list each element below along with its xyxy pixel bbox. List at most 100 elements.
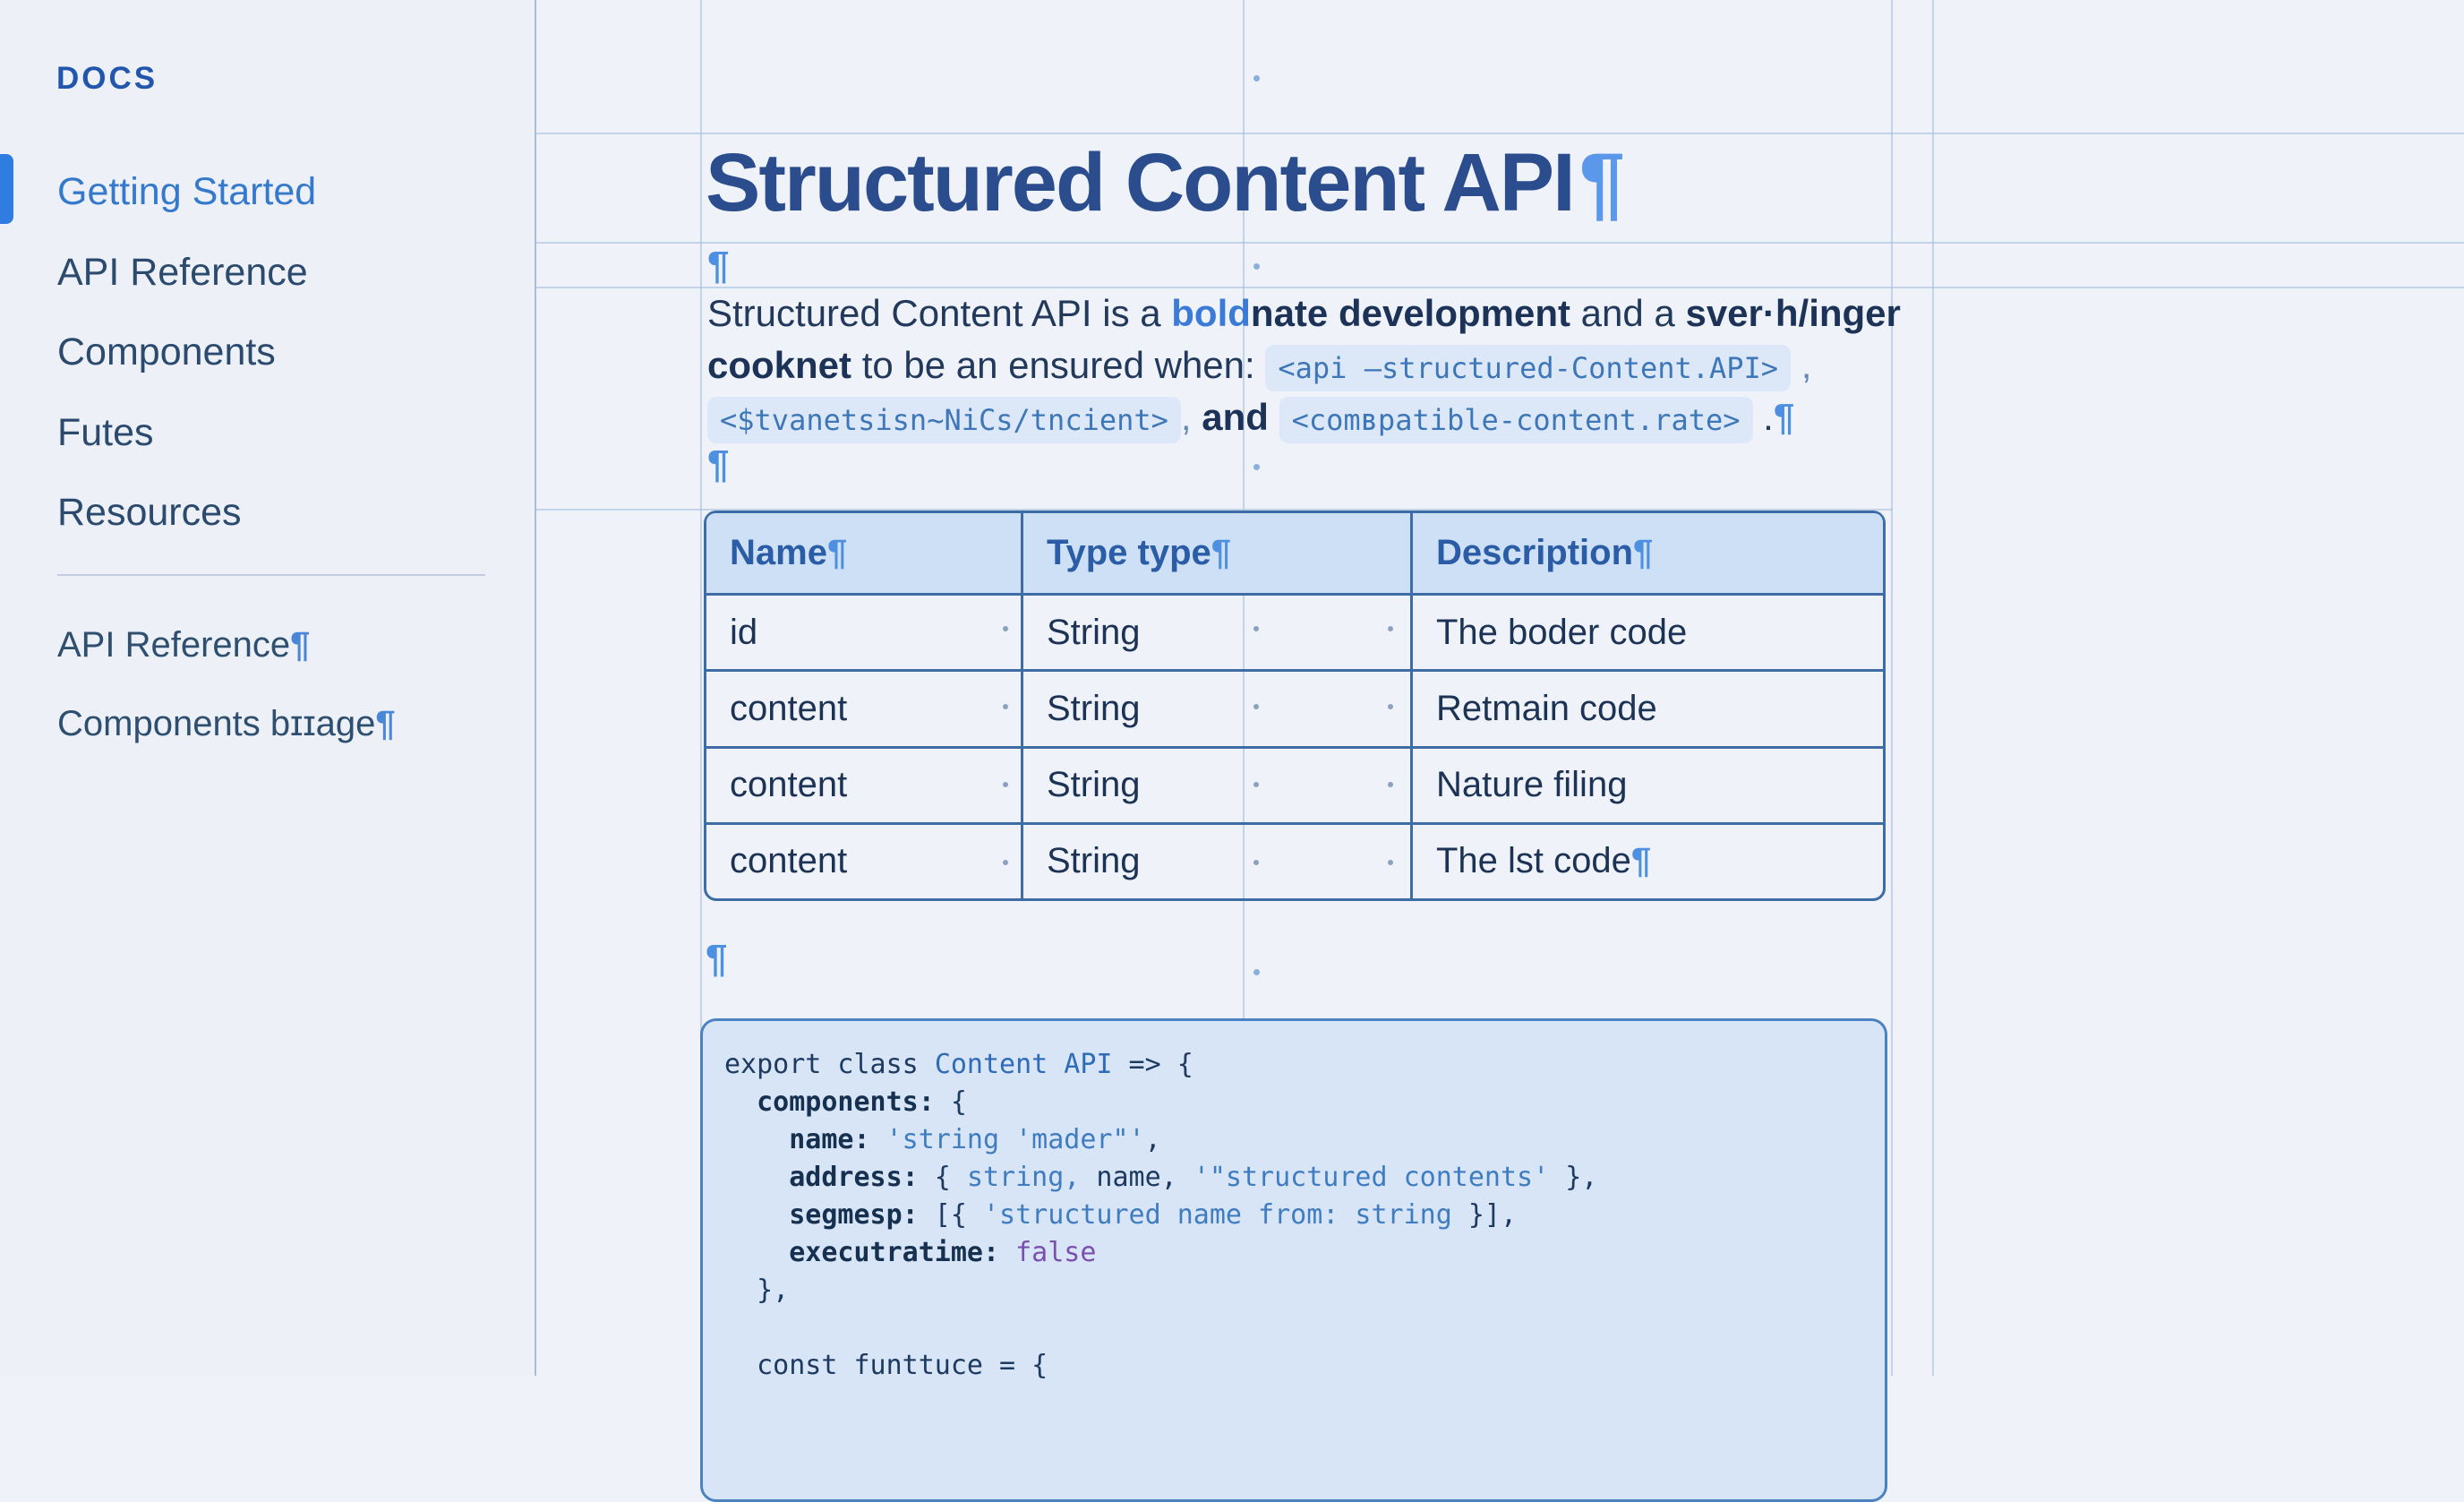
code-token — [724, 1086, 757, 1118]
code-token — [724, 1162, 789, 1193]
code-token: => { — [1112, 1049, 1194, 1080]
pilcrow-mark: ¶ — [826, 533, 848, 572]
cell-description-text: The lst code — [1436, 841, 1631, 881]
table-row: id String The boder code — [706, 596, 1883, 673]
code-token: address: — [789, 1162, 919, 1193]
pilcrow-mark: ¶ — [707, 244, 730, 288]
sidebar-link-api-reference[interactable]: API Reference¶ — [57, 622, 310, 667]
sidebar-item-api-reference[interactable]: API Reference — [57, 251, 308, 294]
code-token — [870, 1124, 886, 1155]
code-token — [1339, 1199, 1355, 1231]
text-token: . — [1752, 396, 1774, 438]
table-row: content String Retmain code — [706, 672, 1883, 749]
code-token: { — [934, 1086, 967, 1118]
code-lines: export class Content API => { components… — [724, 1046, 1885, 1385]
table-header-type: Type type¶ — [1023, 513, 1413, 593]
paragraph-line: cooknet to be an ensured when: <api –str… — [707, 340, 1811, 393]
grid-hline — [535, 242, 2464, 244]
code-line: export class Content API => { — [724, 1046, 1885, 1084]
sidebar-divider — [57, 574, 485, 576]
table-row: content String The lst code¶ — [706, 824, 1883, 898]
pilcrow-mark: ¶ — [1211, 533, 1231, 572]
code-token: name, — [1080, 1162, 1194, 1193]
pilcrow-mark: ¶ — [1633, 533, 1654, 572]
cell-name: content — [706, 672, 1023, 746]
grid-vline — [1932, 0, 1934, 1376]
paragraph-line: Structured Content API is a boldnate dev… — [707, 288, 1901, 339]
code-token: [{ — [918, 1199, 983, 1231]
code-token: segmesp: — [789, 1199, 919, 1231]
text-token — [1269, 396, 1279, 438]
formatting-dot — [1253, 860, 1259, 865]
cell-name: id — [706, 596, 1023, 670]
text-token: , — [1791, 344, 1812, 386]
text-token: and a — [1570, 292, 1686, 334]
grid-hline — [535, 133, 2464, 134]
sidebar-link-components-biiage[interactable]: Components bɪɪage¶ — [57, 701, 396, 746]
text-token: and — [1202, 396, 1269, 438]
sidebar-item-futes[interactable]: Futes — [57, 411, 154, 454]
cell-description: Retmain code — [1436, 688, 1657, 728]
formatting-dot — [1253, 626, 1259, 631]
formatting-dot — [1253, 464, 1260, 470]
code-line: }, — [724, 1272, 1885, 1309]
cell-description: The lst code¶ — [1413, 825, 1883, 898]
active-item-indicator — [0, 154, 13, 224]
code-token: Content API — [934, 1049, 1113, 1080]
formatting-dot — [1003, 860, 1008, 865]
formatting-dot — [1388, 704, 1393, 709]
formatting-dot — [1003, 626, 1008, 631]
code-token — [999, 1237, 1015, 1268]
table-header-row: Name¶ Type type¶ Description¶ — [706, 513, 1883, 596]
code-token: string, — [966, 1162, 1081, 1193]
formatting-dot — [1253, 969, 1260, 975]
code-line: name: 'string 'mader"', — [724, 1121, 1885, 1159]
code-token: '"structured contents' — [1193, 1162, 1550, 1193]
code-line: components: { — [724, 1084, 1885, 1121]
text-token: bold — [1171, 292, 1251, 334]
code-token: , — [1144, 1124, 1161, 1155]
text-token: nate development — [1250, 292, 1571, 334]
code-token: { — [918, 1162, 967, 1193]
cell-type: String — [1023, 596, 1413, 670]
cell-type: String — [1023, 824, 1413, 898]
grid-hline — [535, 509, 1893, 511]
code-token — [724, 1237, 789, 1268]
pilcrow-mark: ¶ — [290, 625, 311, 665]
sidebar-border-line — [535, 0, 536, 1376]
code-line — [724, 1309, 1885, 1347]
sidebar-title: DOCS — [56, 61, 158, 96]
pilcrow-mark: ¶ — [375, 704, 396, 743]
code-token: const funttuce = { — [724, 1350, 1048, 1381]
sidebar-link-label: API Reference — [57, 625, 291, 665]
code-token: name: — [789, 1124, 870, 1155]
code-token: export class — [724, 1049, 935, 1080]
code-token: components: — [757, 1086, 935, 1118]
code-line: const funttuce = { — [724, 1347, 1885, 1385]
code-token: }], — [1451, 1199, 1518, 1231]
formatting-dot — [1388, 860, 1393, 865]
formatting-dot — [1253, 704, 1259, 709]
code-token — [724, 1199, 789, 1231]
table-row: content String Nature filing — [706, 748, 1883, 825]
sidebar-item-resources[interactable]: Resources — [57, 491, 242, 534]
text-token: cooknet — [707, 344, 852, 386]
formatting-dot — [1253, 782, 1259, 787]
inline-code: <$tvanetsisn~NiCs/tncient> — [707, 397, 1181, 443]
inline-code: <api –structured-Content.API> — [1265, 345, 1792, 391]
cell-type: String — [1023, 748, 1413, 822]
table-header-name: Name¶ — [706, 513, 1023, 593]
sidebar-item-getting-started[interactable]: Getting Started — [57, 170, 317, 213]
sidebar-item-components[interactable]: Components — [57, 330, 276, 373]
sidebar: DOCS Getting Started API Reference Compo… — [0, 0, 534, 1376]
code-token: 'string 'mader"' — [886, 1124, 1145, 1155]
code-line: address: { string, name, '"structured co… — [724, 1159, 1885, 1197]
cell-name: content — [706, 748, 1023, 822]
header-label: Type type — [1047, 533, 1211, 572]
properties-table: Name¶ Type type¶ Description¶ id String … — [704, 511, 1886, 901]
grid-vline — [700, 0, 702, 1376]
pilcrow-mark: ¶ — [1578, 137, 1625, 228]
code-token: false — [1015, 1237, 1097, 1268]
cell-description: Nature filing — [1436, 765, 1628, 805]
page-title-text: Structured Content API — [706, 137, 1576, 228]
